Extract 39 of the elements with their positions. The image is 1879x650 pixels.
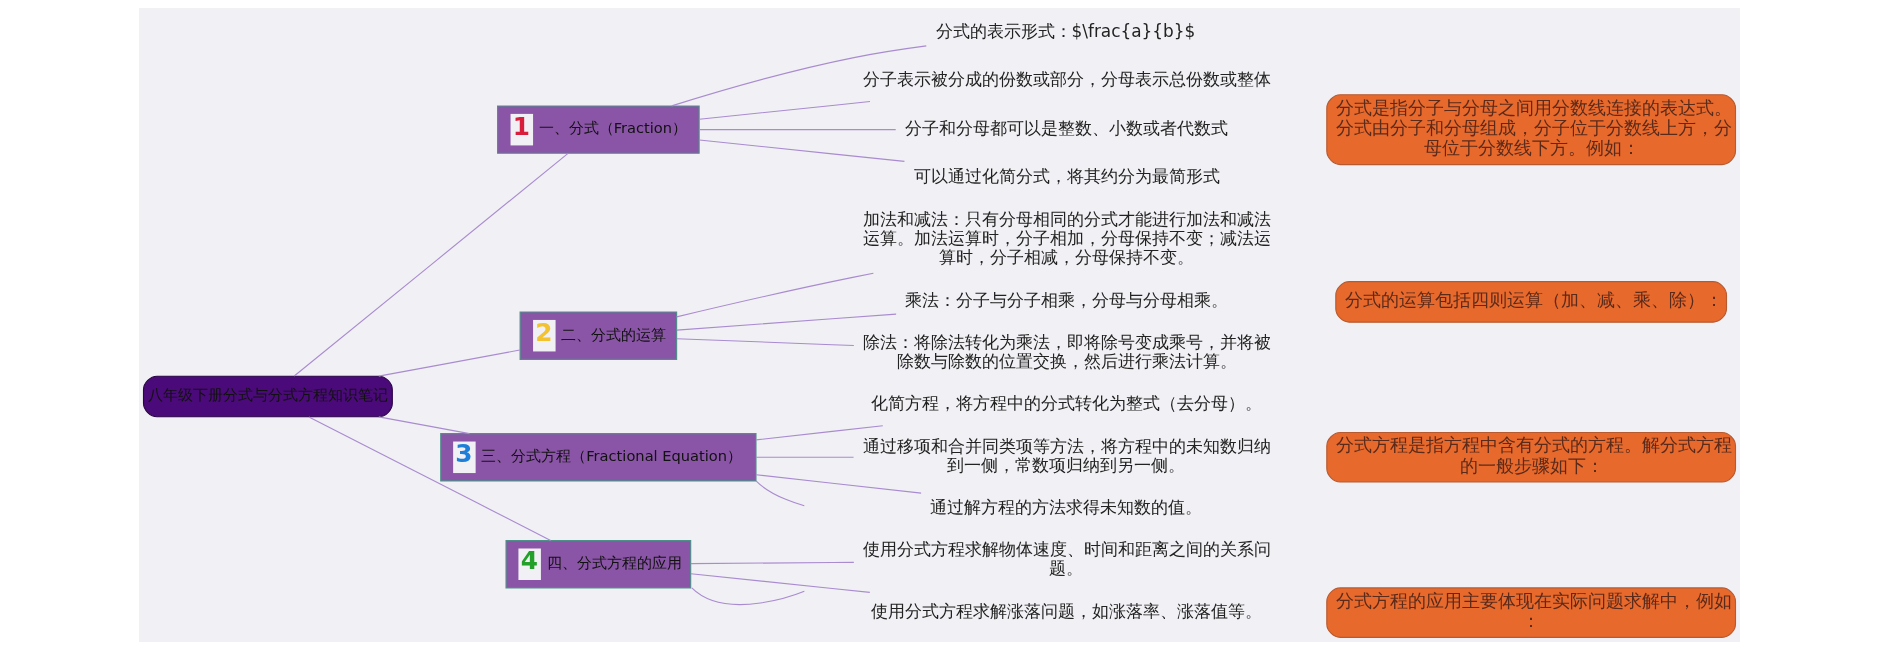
node-box: 分式方程的应用主要体现在实际问题求解中，例如： bbox=[1326, 587, 1737, 638]
connector bbox=[691, 587, 805, 606]
connector bbox=[755, 480, 805, 507]
node-box: 2 二、分式的运算 bbox=[519, 311, 678, 360]
connector bbox=[690, 573, 871, 593]
connector bbox=[698, 139, 905, 162]
node-text: 除法：将除法转化为乘法，即将除号变成乘号，并将被除数与除数的位置交换，然后进行乘法计算。 bbox=[862, 332, 1271, 372]
connector bbox=[378, 349, 521, 377]
node-box: 3 三、分式方程（Fractional Equation） bbox=[440, 433, 757, 482]
node-text: 化简方程，将方程中的分式转化为整式（去分母）。 bbox=[871, 393, 1263, 414]
node-text: 加法和减法：只有分母相同的分式才能进行加法和减法运算。加法运算时，分子相加，分母保持不变；减法运算时，分子相减，分母保持不变。 bbox=[862, 208, 1271, 268]
node-box: 4 四、分式方程的应用 bbox=[505, 540, 692, 589]
connector bbox=[308, 416, 552, 542]
node-text: 通过移项和合并同类项等方法，将方程中的未知数归纳到一侧，常数项归纳到另一侧。 bbox=[862, 435, 1271, 475]
connector bbox=[690, 561, 855, 565]
connector bbox=[676, 313, 897, 331]
node-text: 使用分式方程求解物体速度、时间和距离之间的关系问题。 bbox=[862, 539, 1271, 579]
node-text: 乘法：分子与分子相乘，分母与分母相乘。 bbox=[905, 289, 1229, 310]
connector bbox=[755, 456, 855, 458]
node-text: 通过解方程的方法求得未知数的值。 bbox=[930, 497, 1203, 518]
connector bbox=[676, 272, 874, 318]
node-box: 分式的运算包括四则运算（加、减、乘、除）： bbox=[1335, 281, 1728, 323]
node-text: 分子和分母都可以是整数、小数或者代数式 bbox=[905, 117, 1229, 138]
node-text: 分式的表示形式：$\frac{a}{b}$ bbox=[935, 20, 1196, 41]
connector bbox=[755, 474, 922, 494]
node-box: 八年级下册分式与分式方程知识笔记 bbox=[142, 375, 393, 418]
node-text: 可以通过化简分式，将其约分为最简形式 bbox=[913, 166, 1220, 187]
connector bbox=[378, 416, 470, 435]
connector bbox=[698, 129, 897, 131]
node-text: 分子表示被分成的份数或部分，分母表示总份数或整体 bbox=[862, 69, 1271, 90]
connector bbox=[293, 153, 569, 377]
connector bbox=[671, 45, 927, 107]
node-text: 使用分式方程求解涨落问题，如涨落率、涨落值等。 bbox=[871, 600, 1263, 621]
node-box: 分式是指分子与分母之间用分数线连接的表达式。分式由分子和分母组成，分子位于分数线上方，分母位于分数线下方。例如： bbox=[1326, 94, 1737, 166]
connector bbox=[698, 100, 871, 120]
connector bbox=[676, 338, 855, 347]
connector bbox=[755, 425, 884, 441]
node-box: 分式方程是指方程中含有分式的方程。解分式方程的一般步骤如下： bbox=[1326, 431, 1737, 483]
node-box: 1 一、分式（Fraction） bbox=[497, 105, 700, 154]
